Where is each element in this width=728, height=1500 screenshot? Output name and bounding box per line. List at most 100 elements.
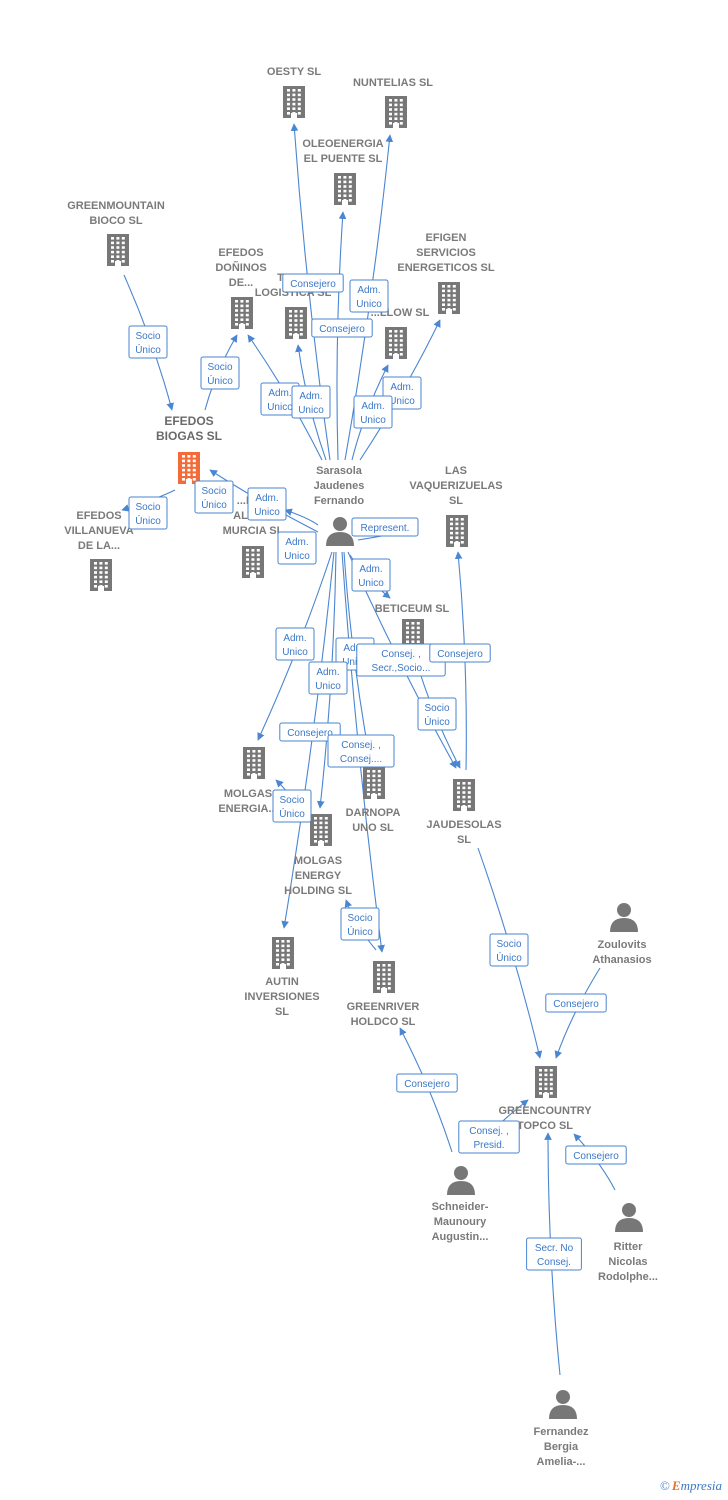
empresia-footer[interactable]: ©Empresia bbox=[660, 1478, 722, 1494]
edge-label-box bbox=[353, 395, 393, 429]
node-label: EFEDOS bbox=[218, 247, 263, 259]
brand-name: mpresia bbox=[680, 1478, 722, 1493]
edge-label-box bbox=[458, 1120, 520, 1154]
edge-label-box bbox=[200, 356, 240, 390]
node-label: Fernando bbox=[314, 495, 364, 507]
node-label: DE... bbox=[229, 277, 253, 289]
node-oesty[interactable]: OESTY SL bbox=[267, 66, 321, 118]
edge-label-text: Consejero bbox=[319, 324, 365, 335]
edge-label-sarasola-to-jaudesolas[interactable]: Consej. ,Secr.,Socio... bbox=[356, 643, 446, 677]
node-schneider[interactable]: Schneider-MaunouryAugustin... bbox=[432, 1166, 489, 1243]
node-label: Maunoury bbox=[434, 1216, 487, 1228]
edge-label-zoulovits-to-greencountry[interactable]: Consejero bbox=[545, 993, 607, 1013]
edge-label-text: Adm. bbox=[316, 667, 339, 678]
edge-label-text: Socio bbox=[496, 939, 521, 950]
person-icon bbox=[610, 903, 638, 932]
edge-label-text: Adm. bbox=[285, 537, 308, 548]
edge-label-box bbox=[279, 722, 341, 742]
building-icon bbox=[285, 307, 307, 339]
edge-label-text: Unico bbox=[298, 405, 324, 416]
edge-label-text: Unico bbox=[254, 507, 280, 518]
node-label: Zoulovits bbox=[598, 939, 647, 951]
edge-label-text: Secr.,Socio... bbox=[372, 663, 431, 674]
node-label: AUTIN bbox=[265, 976, 299, 988]
edge-label-sarasola-to-greenriver[interactable]: Consej. ,Consej.... bbox=[327, 734, 395, 768]
edge-label-sarasola-to-nuntelias[interactable]: Adm.Unico bbox=[349, 279, 389, 313]
node-efedos_doninos[interactable]: EFEDOSDOÑINOSDE... bbox=[215, 247, 267, 329]
edge-label-box bbox=[277, 531, 317, 565]
node-molgas_energia[interactable]: MOLGASENERGIA... bbox=[218, 747, 278, 815]
building-icon bbox=[363, 767, 385, 799]
node-label: GREENMOUNTAIN bbox=[67, 200, 165, 212]
edge-label-sarasola-to-tra_logistica[interactable]: Adm. Unico bbox=[291, 385, 331, 419]
edge-label-sarasola-to-autin[interactable]: Consejero bbox=[279, 722, 341, 742]
edge-label-text: Consejero bbox=[287, 728, 333, 739]
edge-label-ritter-to-greencountry[interactable]: Consejero bbox=[565, 1145, 627, 1165]
node-fernandez[interactable]: FernandezBergiaAmelia-... bbox=[533, 1390, 589, 1468]
edge-label-box bbox=[349, 279, 389, 313]
building-icon bbox=[231, 297, 253, 329]
edge-label-sarasola-to-vaquerizuelas[interactable]: Represent. bbox=[351, 517, 419, 537]
node-label: Sarasola bbox=[316, 465, 363, 477]
building-icon bbox=[310, 814, 332, 846]
edge-label-jaudesolas-to-vaquerizuelas[interactable]: Consejero bbox=[429, 643, 491, 663]
node-label: DE LA... bbox=[78, 540, 120, 552]
edge-label-sarasola-to-molgas_energia[interactable]: Adm.Unico bbox=[275, 627, 315, 661]
edge-label-text: Consej. , bbox=[341, 740, 380, 751]
node-nuntelias[interactable]: NUNTELIAS SL bbox=[353, 77, 433, 128]
edge-label-sarasola-to-yellow[interactable]: Adm.Unico bbox=[353, 395, 393, 429]
edge-label-schneider-to-greencountry[interactable]: Consej. ,Presid. bbox=[458, 1120, 520, 1154]
edge-label-text: Consejero bbox=[573, 1151, 619, 1162]
edge-label-text: Adm. bbox=[299, 391, 322, 402]
node-label: Fernandez bbox=[533, 1426, 589, 1438]
edge-label-text: Unico bbox=[356, 299, 382, 310]
node-label: Amelia-... bbox=[537, 1456, 586, 1468]
node-yellow[interactable]: ...LLOW SL bbox=[371, 307, 430, 359]
edge-label-sarasola-to-efedos_biogas[interactable]: Adm.Unico bbox=[277, 531, 317, 565]
edge-label-sarasola-to-oleoenergia[interactable]: Consejero bbox=[311, 318, 373, 338]
edge-label-text: Adm. bbox=[283, 633, 306, 644]
edge-label-text: Adm. bbox=[361, 401, 384, 412]
edge-label-text: Único bbox=[424, 715, 450, 728]
edge-label-sarasola-to-oesty[interactable]: Consejero bbox=[282, 273, 344, 293]
edge-label-sarasola-to-beticeum[interactable]: Adm.Unico bbox=[351, 558, 391, 592]
edge-label-box bbox=[545, 993, 607, 1013]
building-icon bbox=[438, 282, 460, 314]
node-ritter[interactable]: RitterNicolasRodolphe... bbox=[598, 1203, 658, 1283]
edge-label-sarasola-to-molgas_holding[interactable]: Adm.Unico bbox=[308, 661, 348, 695]
node-label: Schneider- bbox=[432, 1201, 489, 1213]
edge-label-schneider-to-greenriver[interactable]: Consejero bbox=[396, 1073, 458, 1093]
edge-label-text: Unico bbox=[358, 578, 384, 589]
node-label: SL bbox=[449, 495, 463, 507]
edge-label-sarasola-to-efedos_doninos[interactable]: Adm.Unico bbox=[260, 382, 300, 416]
edge-label-box bbox=[308, 661, 348, 695]
node-label: Nicolas bbox=[608, 1256, 647, 1268]
edge-label-sarasola-to-efedos_alhama[interactable]: Adm.Unico bbox=[247, 487, 287, 521]
node-label: HOLDCO SL bbox=[351, 1016, 416, 1028]
node-label: HOLDING SL bbox=[284, 885, 352, 897]
